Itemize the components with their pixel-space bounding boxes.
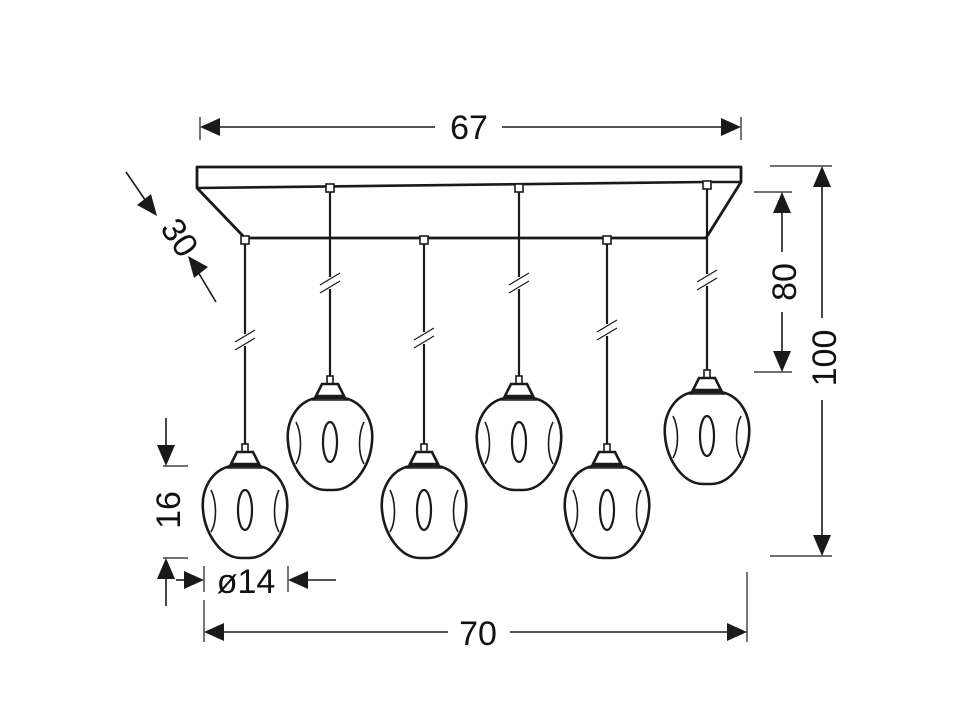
shade-dimple bbox=[484, 421, 491, 465]
glass-shade bbox=[201, 464, 289, 560]
pendant bbox=[663, 180, 751, 486]
cord-hook bbox=[325, 183, 335, 193]
dimension-cord-length: 80 bbox=[754, 191, 804, 373]
pendant bbox=[201, 235, 289, 560]
shade-dimple bbox=[572, 489, 579, 533]
cord-break-mark bbox=[508, 280, 530, 294]
cord-hook bbox=[514, 183, 524, 193]
total-width-label: 70 bbox=[459, 615, 497, 653]
cord-break-mark bbox=[508, 272, 530, 286]
shade-dimple bbox=[698, 414, 716, 458]
shade-dimple bbox=[210, 489, 217, 533]
shade-dimple bbox=[295, 421, 302, 465]
pendant bbox=[380, 235, 468, 560]
dimension-shade-diameter: ø14 bbox=[176, 563, 336, 601]
cord-break-mark bbox=[413, 327, 435, 341]
shade-dimple bbox=[415, 488, 433, 532]
shade-cap bbox=[502, 382, 536, 398]
shade-dimple bbox=[510, 420, 528, 464]
shade-cap bbox=[690, 376, 724, 392]
glass-shade bbox=[286, 396, 374, 492]
cord-break-mark bbox=[413, 335, 435, 349]
glass-shade bbox=[475, 396, 563, 492]
cord-break-mark bbox=[696, 277, 718, 291]
dimension-canopy-length: 67 bbox=[199, 109, 742, 147]
dimension-total-height: 100 bbox=[770, 165, 844, 557]
canopy bbox=[195, 165, 743, 240]
shade-dimple bbox=[236, 488, 254, 532]
dimension-shade-height: 16 bbox=[150, 418, 188, 606]
shade-cap bbox=[590, 450, 624, 466]
pendant bbox=[286, 183, 374, 492]
shade-cap bbox=[228, 450, 262, 466]
glass-shade bbox=[563, 464, 651, 560]
shade-dimple bbox=[358, 421, 365, 465]
cord-break-mark bbox=[319, 280, 341, 294]
shade-dimple bbox=[598, 488, 616, 532]
shade-dimple bbox=[321, 420, 339, 464]
cord-break-mark bbox=[234, 337, 256, 351]
glass-shade bbox=[380, 464, 468, 560]
pendant bbox=[563, 235, 651, 560]
dimension-total-width: 70 bbox=[203, 572, 748, 653]
cord-break-mark bbox=[696, 269, 718, 283]
shade-dimple bbox=[273, 489, 280, 533]
cord-hook bbox=[419, 235, 429, 245]
cord-break-mark bbox=[234, 329, 256, 343]
total-height-label: 100 bbox=[806, 330, 844, 387]
canopy-length-label: 67 bbox=[450, 109, 488, 147]
shade-cap bbox=[313, 382, 347, 398]
cord-hook bbox=[602, 235, 612, 245]
cord-break-mark bbox=[319, 272, 341, 286]
cord-break-mark bbox=[596, 327, 618, 341]
shade-dimple bbox=[672, 415, 679, 459]
glass-shade bbox=[663, 390, 751, 486]
canopy-depth-label: 30 bbox=[153, 212, 206, 265]
shade-cap bbox=[407, 450, 441, 466]
shade-dimple bbox=[635, 489, 642, 533]
shade-dimple bbox=[452, 489, 459, 533]
shade-height-label: 16 bbox=[150, 491, 188, 529]
cord-break-mark bbox=[596, 319, 618, 333]
shade-dimple bbox=[389, 489, 396, 533]
cord-length-label: 80 bbox=[766, 263, 804, 301]
cord-hook bbox=[702, 180, 712, 190]
shade-dimple bbox=[735, 415, 742, 459]
shade-dimple bbox=[547, 421, 554, 465]
cord-hook bbox=[240, 235, 250, 245]
shade-diameter-label: ø14 bbox=[217, 563, 276, 601]
pendants bbox=[201, 180, 751, 560]
pendant bbox=[475, 183, 563, 492]
